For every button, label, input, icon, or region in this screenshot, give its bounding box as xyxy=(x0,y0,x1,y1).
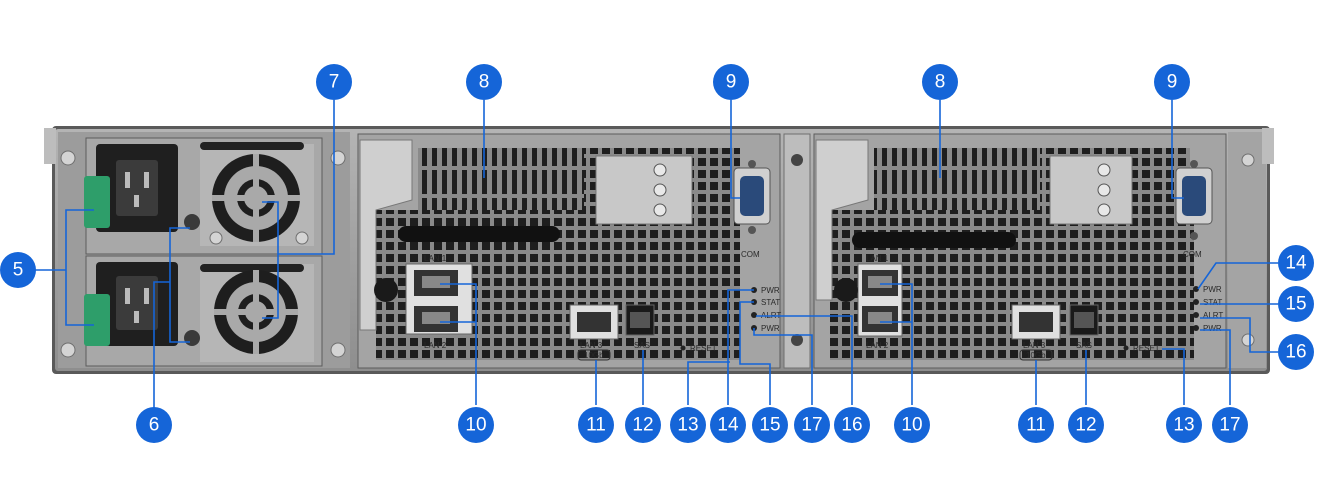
svg-text:16: 16 xyxy=(841,415,862,436)
screw-icon xyxy=(184,330,200,346)
pwr-label: PWR xyxy=(1203,285,1222,294)
ten-gb-label: 10Gb xyxy=(1026,351,1046,360)
pwr-label: PWR xyxy=(761,286,780,295)
led-icon xyxy=(1193,299,1199,305)
fan-icon xyxy=(200,142,314,246)
callout-16: 16 xyxy=(834,407,870,443)
serial-port-icon[interactable] xyxy=(1175,160,1213,240)
ten-gb-label: 10Gb xyxy=(584,351,604,360)
callout-15: 15 xyxy=(752,407,788,443)
svg-text:13: 13 xyxy=(677,415,698,436)
svg-text:17: 17 xyxy=(801,415,822,436)
sas-label: SAS xyxy=(634,341,650,350)
stat-label: STAT xyxy=(761,298,780,307)
svg-text:11: 11 xyxy=(586,415,606,436)
callout-14-b: 14 xyxy=(1278,245,1314,281)
lan-ports-1-2[interactable] xyxy=(405,263,473,335)
reset-button[interactable] xyxy=(1123,345,1129,351)
lan3-label: LAN 3 xyxy=(1023,341,1046,350)
callout-7: 7 xyxy=(316,64,352,100)
callout-9: 9 xyxy=(713,64,749,100)
svg-text:12: 12 xyxy=(1075,415,1096,436)
controller-2: COM LAN 1 LAN 2 LAN 3 10Gb SAS RESET PWR xyxy=(813,133,1227,369)
svg-text:7: 7 xyxy=(329,72,340,93)
callout-17-b: 17 xyxy=(1212,407,1248,443)
callout-5: 5 xyxy=(0,252,36,288)
screw-icon xyxy=(374,278,398,302)
callout-17: 17 xyxy=(794,407,830,443)
svg-text:14: 14 xyxy=(717,415,739,436)
led-icon xyxy=(751,312,757,318)
lan1-label: LAN 1 xyxy=(424,254,447,263)
callout-16-b: 16 xyxy=(1278,334,1314,370)
svg-text:9: 9 xyxy=(1167,72,1178,93)
pcie-bracket xyxy=(595,155,693,225)
callout-12-b: 12 xyxy=(1068,407,1104,443)
svg-text:16: 16 xyxy=(1285,342,1306,363)
serial-port-icon[interactable] xyxy=(733,160,771,234)
sas-port-icon[interactable] xyxy=(625,304,655,336)
lan3-label: LAN 3 xyxy=(580,341,603,350)
com-label: COM xyxy=(1183,250,1202,259)
reset-button[interactable] xyxy=(680,345,686,351)
lan3-port[interactable] xyxy=(569,304,619,340)
callout-10: 10 xyxy=(458,407,494,443)
callout-13: 13 xyxy=(670,407,706,443)
pcie-bracket xyxy=(1049,155,1133,225)
svg-text:8: 8 xyxy=(935,72,946,93)
pwr2-label: PWR xyxy=(761,324,780,333)
callout-14: 14 xyxy=(710,407,746,443)
psu-latch[interactable] xyxy=(84,176,110,228)
lan2-label: LAN 2 xyxy=(424,341,447,350)
led-icon xyxy=(1193,286,1199,292)
callout-11-b: 11 xyxy=(1018,407,1054,443)
callout-12: 12 xyxy=(625,407,661,443)
svg-text:14: 14 xyxy=(1285,253,1307,274)
lan2-label: LAN 2 xyxy=(866,341,889,350)
svg-text:17: 17 xyxy=(1219,415,1240,436)
fan-icon xyxy=(200,264,314,362)
psu-latch[interactable] xyxy=(84,294,110,346)
reset-label: RESET xyxy=(1133,344,1160,353)
alrt-label: ALRT xyxy=(1203,311,1223,320)
callout-8: 8 xyxy=(466,64,502,100)
pwr2-label: PWR xyxy=(1203,324,1222,333)
svg-text:15: 15 xyxy=(759,415,780,436)
reset-label: RESET xyxy=(690,344,717,353)
led-icon xyxy=(1193,312,1199,318)
lan-ports-1-2[interactable] xyxy=(857,263,903,337)
screw-icon xyxy=(184,214,200,230)
power-supply-bottom xyxy=(60,255,346,367)
callout-10-b: 10 xyxy=(894,407,930,443)
svg-text:11: 11 xyxy=(1026,415,1046,436)
svg-text:13: 13 xyxy=(1173,415,1194,436)
callout-8-b: 8 xyxy=(922,64,958,100)
com-label: COM xyxy=(741,250,760,259)
callout-9-b: 9 xyxy=(1154,64,1190,100)
svg-text:5: 5 xyxy=(13,260,24,281)
led-icon xyxy=(1193,325,1199,331)
callout-11: 11 xyxy=(578,407,614,443)
svg-text:10: 10 xyxy=(901,415,922,436)
lan1-label: LAN 1 xyxy=(866,254,889,263)
svg-text:10: 10 xyxy=(465,415,486,436)
controller-1: COM LAN 1 LAN 2 LAN 3 10Gb SAS RESET PWR xyxy=(357,133,781,369)
sas-port-icon[interactable] xyxy=(1069,304,1099,336)
callout-bubbles: 5 6 7 8 9 8 9 10 11 12 13 14 15 17 16 10… xyxy=(0,64,1314,443)
leader-lines xyxy=(34,100,1278,425)
callout-6: 6 xyxy=(136,407,172,443)
power-supply-top xyxy=(60,137,346,255)
callout-13-b: 13 xyxy=(1166,407,1202,443)
svg-text:12: 12 xyxy=(632,415,653,436)
sas-label: SAS xyxy=(1076,341,1092,350)
svg-text:6: 6 xyxy=(149,415,160,436)
svg-text:9: 9 xyxy=(726,72,737,93)
lan3-port[interactable] xyxy=(1011,304,1061,340)
stat-label: STAT xyxy=(1203,298,1222,307)
svg-text:8: 8 xyxy=(479,72,490,93)
svg-text:15: 15 xyxy=(1285,294,1306,315)
screw-icon xyxy=(834,278,858,302)
callout-15-b: 15 xyxy=(1278,286,1314,322)
